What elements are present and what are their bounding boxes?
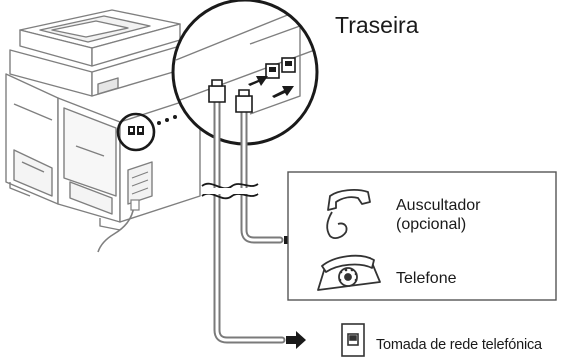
handset-label-line1: Auscultador <box>396 197 481 214</box>
rj11-plug-icon <box>208 79 253 113</box>
handset-label: Auscultador (opcional) <box>396 196 481 234</box>
cable-break-marks <box>201 182 259 200</box>
arrow-icon <box>248 76 268 86</box>
wall-jack-label: Tomada de rede telefónica <box>376 337 542 353</box>
power-cord <box>97 205 135 253</box>
handset-icon <box>326 189 371 239</box>
printer-icon <box>5 9 201 231</box>
arrow-icon <box>272 86 294 98</box>
handset-label-line2: (opcional) <box>396 216 467 233</box>
zoom-leader-dots <box>157 115 177 125</box>
telephone-icon <box>317 254 381 291</box>
arrow-icon <box>286 331 306 349</box>
wall-jack-icon <box>341 323 365 357</box>
port-location-circle <box>116 112 156 152</box>
telephone-label: Telefone <box>396 270 457 287</box>
rear-view-title: Traseira <box>335 12 419 38</box>
rear-zoom-view <box>171 0 319 146</box>
